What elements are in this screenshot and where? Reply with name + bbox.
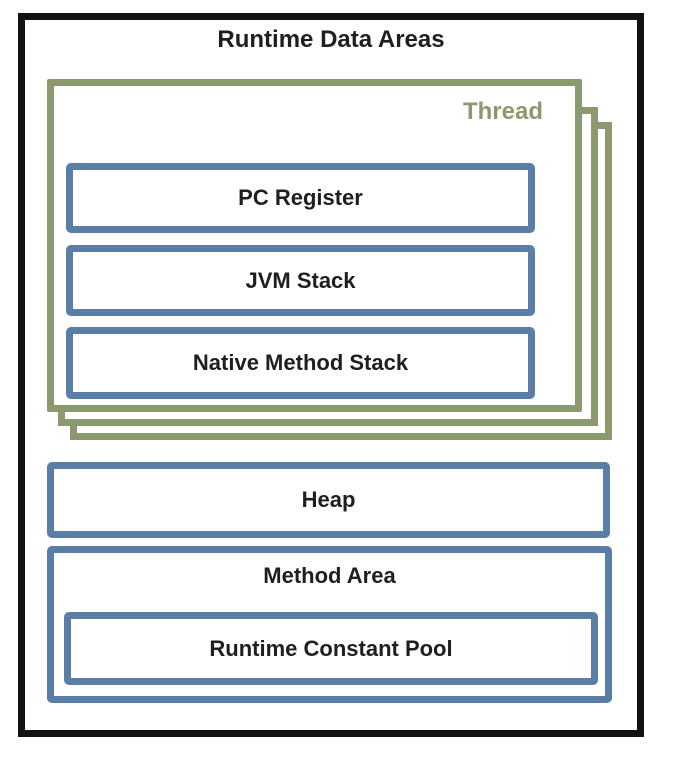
pc-register-label: PC Register	[238, 185, 363, 210]
runtime-constant-pool-label: Runtime Constant Pool	[209, 635, 453, 661]
diagram-title: Runtime Data Areas	[217, 26, 445, 53]
thread-label: Thread	[462, 98, 543, 125]
native-method-stack-label: Native Method Stack	[192, 350, 409, 375]
native-method-stack-box: Native Method Stack	[66, 327, 535, 399]
jvm-stack-label: JVM Stack	[245, 267, 356, 293]
heap-box: Heap	[47, 462, 610, 538]
heap-label: Heap	[301, 487, 356, 512]
method-area-box: Method Area Runtime Constant Pool	[47, 546, 612, 703]
method-area-label: Method Area	[263, 563, 396, 588]
pc-register-box: PC Register	[66, 163, 535, 233]
runtime-constant-pool-box: Runtime Constant Pool	[64, 612, 598, 685]
jvm-stack-box: JVM Stack	[66, 245, 535, 316]
thread-box: Thread PC Register JVM Stack Native Meth…	[47, 79, 582, 412]
